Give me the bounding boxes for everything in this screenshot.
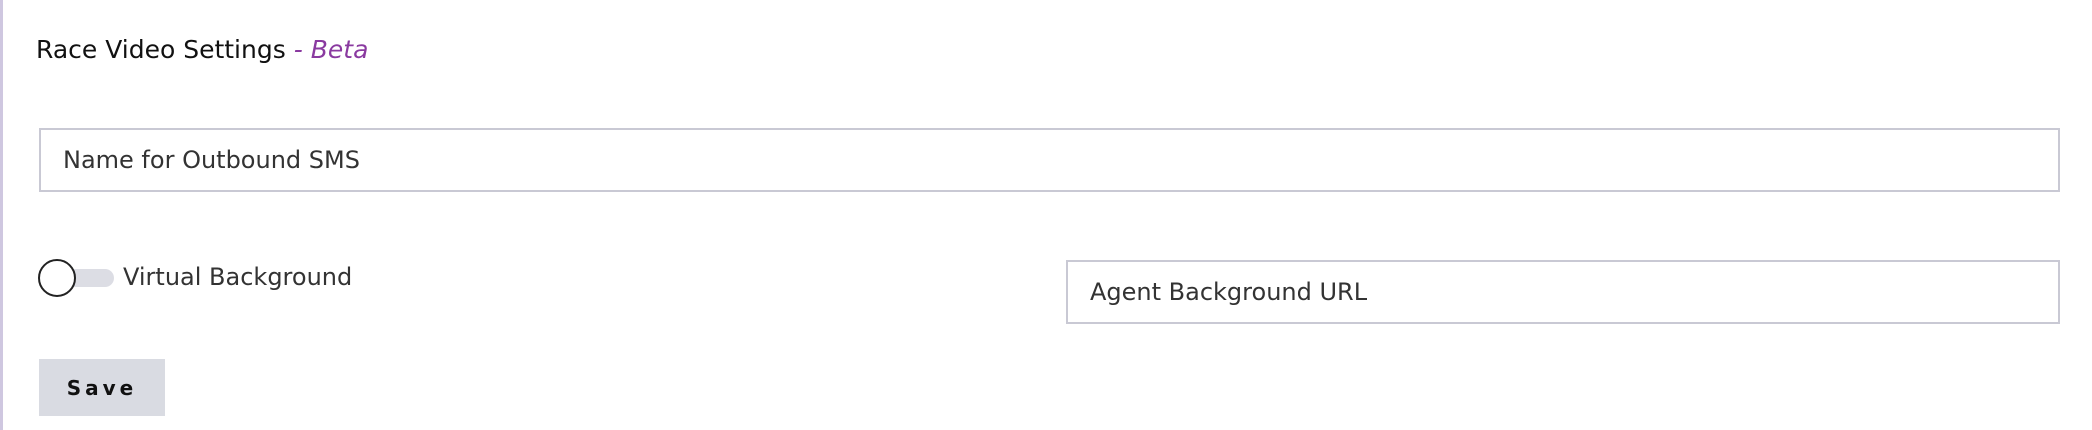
title-separator: -: [293, 35, 303, 64]
beta-badge: Beta: [310, 35, 369, 64]
save-button[interactable]: Save: [39, 359, 165, 416]
outbound-sms-name-input[interactable]: [39, 128, 2060, 192]
virtual-background-label: Virtual Background: [123, 263, 353, 291]
agent-background-url-input[interactable]: [1066, 260, 2060, 324]
virtual-background-toggle[interactable]: [38, 259, 114, 297]
page-title: Race Video Settings: [36, 35, 286, 64]
settings-header: Race Video Settings- Beta: [36, 30, 368, 70]
toggle-knob: [38, 259, 76, 297]
